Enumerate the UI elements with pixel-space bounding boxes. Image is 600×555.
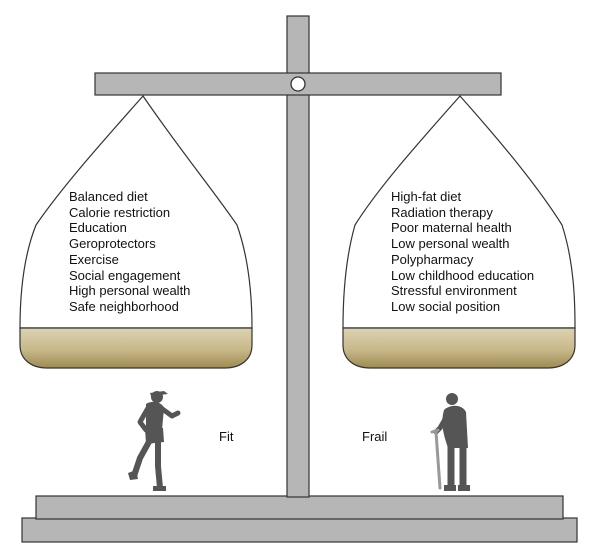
left-pan-item: High personal wealth — [69, 283, 191, 299]
scale-base-top — [35, 495, 564, 520]
scale-post — [286, 15, 310, 498]
right-pan-item: Low personal wealth — [391, 236, 510, 252]
left-pan-item: Geroprotectors — [69, 236, 156, 252]
elderly-person-with-cane-icon — [430, 393, 470, 491]
frail-label: Frail — [362, 429, 388, 444]
right-pan-item: Poor maternal health — [391, 220, 512, 236]
left-pan-item: Safe neighborhood — [69, 298, 179, 314]
right-pan-fill — [342, 327, 576, 369]
right-pan-item: Radiation therapy — [391, 204, 493, 220]
right-pan-factor-list: High-fat diet Radiation therapy Poor mat… — [391, 189, 534, 315]
left-pan-item: Exercise — [69, 251, 119, 267]
left-pan-item: Balanced diet — [69, 189, 148, 204]
left-pan-item: Social engagement — [69, 267, 181, 283]
runner-icon — [128, 391, 181, 491]
right-pan-item: Low childhood education — [391, 267, 535, 283]
right-pan-item: High-fat diet — [391, 189, 462, 204]
pivot-circle — [290, 76, 306, 92]
right-pan-item: Polypharmacy — [391, 251, 474, 267]
left-pan-item: Education — [69, 220, 127, 236]
scale-base-bottom — [21, 517, 578, 543]
left-pan-factor-list: Balanced diet Calorie restriction Educat… — [69, 189, 190, 315]
right-pan-item: Stressful environment — [391, 283, 517, 299]
left-pan-item: Calorie restriction — [69, 204, 171, 220]
fit-label: Fit — [219, 429, 234, 444]
left-pan-fill — [19, 327, 253, 369]
right-pan-item: Low social position — [391, 298, 501, 314]
